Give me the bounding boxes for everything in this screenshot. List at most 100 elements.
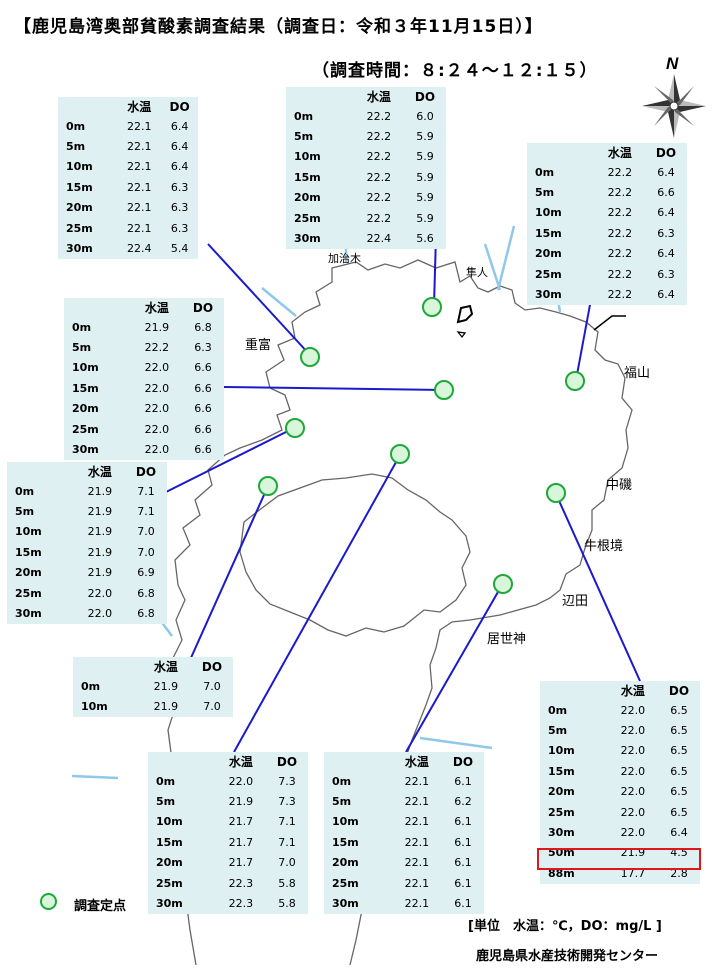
do-cell: 6.5 <box>670 805 688 819</box>
do-cell: 7.0 <box>203 700 221 714</box>
do-cell: 6.1 <box>454 856 472 870</box>
temp-cell: 22.1 <box>404 897 430 911</box>
do-header: DO <box>655 145 677 160</box>
depth-cell: 25m <box>332 876 359 890</box>
leader-lines <box>165 235 641 753</box>
do-cell: 6.1 <box>454 774 472 788</box>
do-cell: 7.0 <box>137 545 155 559</box>
do-cell: 6.9 <box>137 566 155 580</box>
depth-cell: 0m <box>72 320 92 334</box>
do-cell: 7.3 <box>278 795 296 809</box>
do-cell: 6.5 <box>670 724 688 738</box>
temp-cell: 21.9 <box>87 505 113 519</box>
legend-label: 調査定点 <box>74 899 127 914</box>
depth-cell: 20m <box>332 856 359 870</box>
depth-cell: 88m <box>548 866 575 880</box>
do-cell: 6.5 <box>670 785 688 799</box>
temp-cell: 22.2 <box>366 191 392 205</box>
do-cell: 6.1 <box>454 897 472 911</box>
depth-cell: 10m <box>15 525 42 539</box>
temp-cell: 22.2 <box>366 170 392 184</box>
temp-cell: 22.3 <box>228 876 254 890</box>
temp-cell: 22.2 <box>607 267 633 281</box>
organization: 鹿児島県水産技術開発センター <box>476 949 659 964</box>
survey-time: （調査時間：８:２４～１２:１５） <box>312 61 598 81</box>
depth-cell: 5m <box>332 795 352 809</box>
temp-header: 水温 <box>620 684 645 698</box>
do-cell: 5.6 <box>416 232 434 246</box>
temp-header: 水温 <box>404 755 429 769</box>
depth-cell: 30m <box>72 443 99 457</box>
islet-small <box>456 331 467 339</box>
do-cell: 6.3 <box>657 267 675 281</box>
do-cell: 6.4 <box>170 160 189 174</box>
station-w2 <box>285 418 305 438</box>
depth-cell: 30m <box>156 897 183 911</box>
temp-cell: 22.2 <box>366 211 392 225</box>
station-w1 <box>434 380 454 400</box>
do-cell: 6.4 <box>170 119 189 133</box>
place-nakaiso: 中磯 <box>606 478 633 493</box>
depth-cell: 20m <box>156 856 183 870</box>
depth-cell: 0m <box>156 774 176 788</box>
island-outline <box>239 473 471 637</box>
depth-cell: 0m <box>548 703 568 717</box>
temp-cell: 22.2 <box>366 109 392 123</box>
temp-cell: 21.9 <box>87 484 113 498</box>
depth-cell: 0m <box>332 774 352 788</box>
depth-cell: 20m <box>548 785 575 799</box>
depth-cell: 15m <box>156 835 183 849</box>
depth-header <box>324 752 392 771</box>
depth-cell: 25m <box>72 422 99 436</box>
depth-cell: 20m <box>66 201 93 215</box>
svg-text:N: N <box>666 54 679 73</box>
do-cell: 6.1 <box>454 815 472 829</box>
do-cell: 6.3 <box>657 226 675 240</box>
depth-cell: 5m <box>15 505 35 519</box>
depth-cell: 5m <box>72 341 92 355</box>
depth-cell: 20m <box>72 402 99 416</box>
place-kajiki: 加治木 <box>328 252 361 265</box>
station-se <box>546 483 566 503</box>
temp-cell: 22.0 <box>620 764 646 778</box>
temp-header: 水温 <box>87 465 112 479</box>
do-header: DO <box>414 89 436 104</box>
temp-cell: 22.2 <box>607 186 633 200</box>
do-cell: 7.1 <box>137 484 155 498</box>
temp-cell: 22.0 <box>144 443 170 457</box>
place-hetta: 辺田 <box>562 594 589 609</box>
depth-cell: 30m <box>294 232 321 246</box>
place-hayato: 隼人 <box>466 266 488 279</box>
low-do-highlight <box>537 848 701 870</box>
do-cell: 5.9 <box>416 191 434 205</box>
depth-cell: 15m <box>332 835 359 849</box>
temp-cell: 22.1 <box>404 815 430 829</box>
depth-cell: 0m <box>535 165 555 179</box>
temp-cell: 17.7 <box>620 866 646 880</box>
